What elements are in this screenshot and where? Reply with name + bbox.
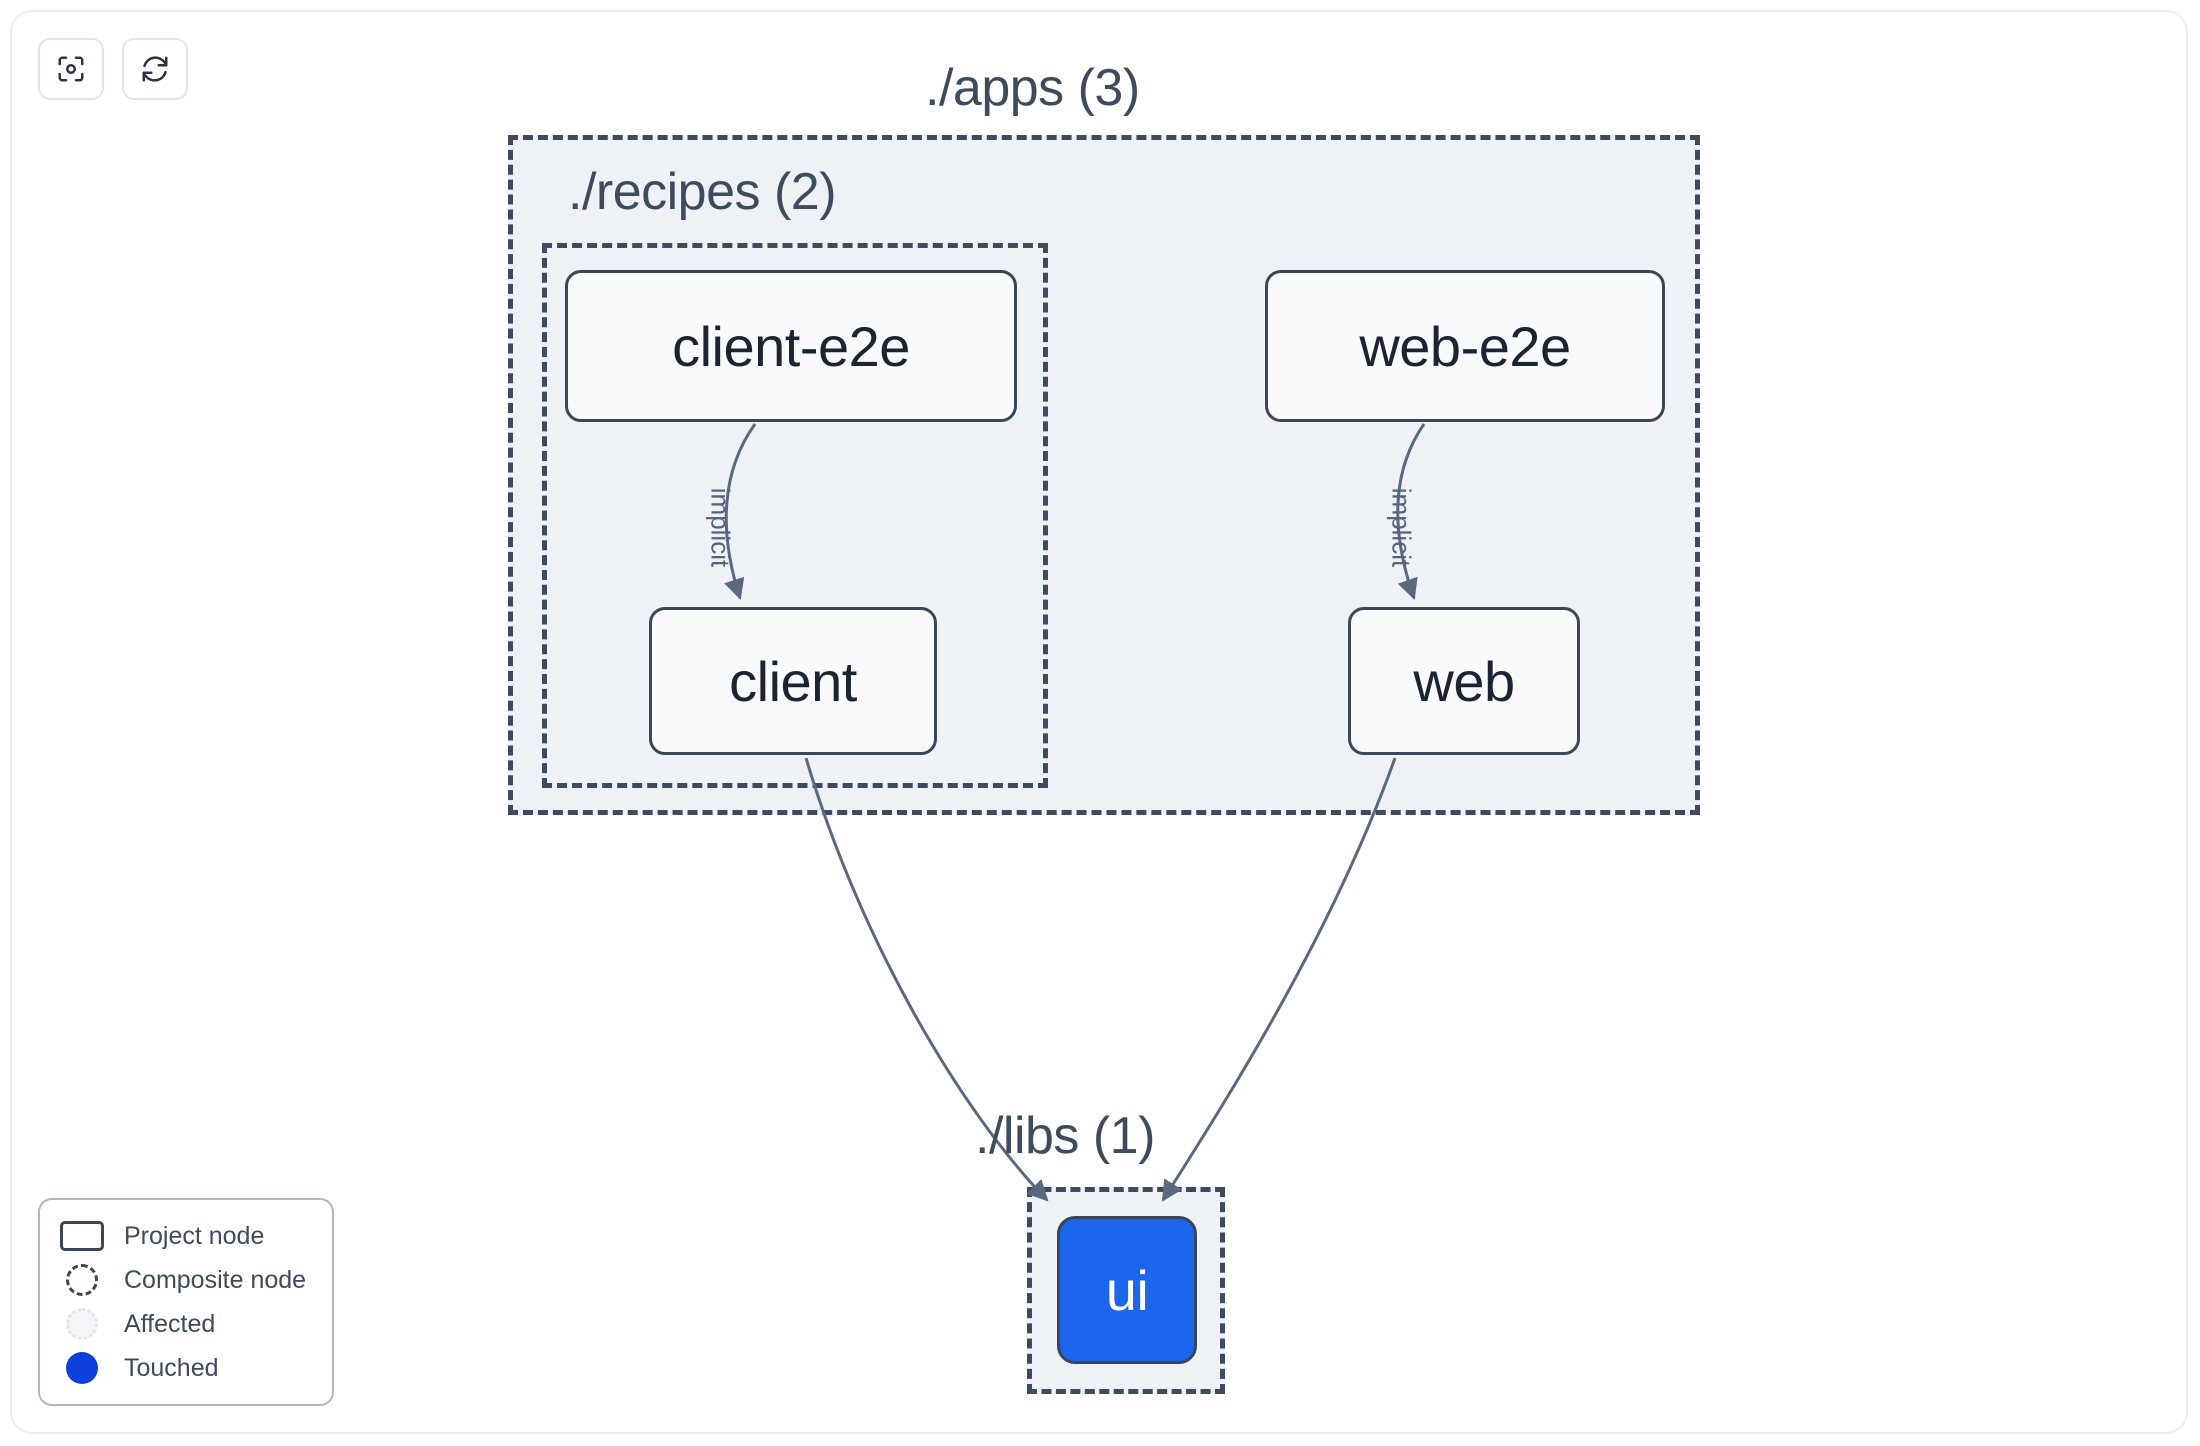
- legend-item-touched: Touched: [58, 1346, 314, 1390]
- touched-swatch-icon: [58, 1351, 106, 1385]
- legend-label-affected: Affected: [124, 1309, 216, 1338]
- composite-node-swatch-icon: [58, 1263, 106, 1297]
- group-label-recipes: ./recipes (2): [568, 163, 837, 221]
- group-label-libs: ./libs (1): [975, 1107, 1155, 1165]
- node-ui[interactable]: ui: [1057, 1216, 1197, 1364]
- legend-label-project-node: Project node: [124, 1221, 265, 1250]
- legend-item-composite-node: Composite node: [58, 1258, 314, 1302]
- node-client-e2e[interactable]: client-e2e: [565, 270, 1017, 422]
- edge-web-to-ui: [1161, 757, 1397, 1202]
- graph-legend: Project node Composite node Affected Tou…: [38, 1198, 334, 1406]
- node-web-e2e[interactable]: web-e2e: [1265, 270, 1665, 422]
- node-client[interactable]: client: [649, 607, 937, 755]
- legend-item-project-node: Project node: [58, 1214, 314, 1258]
- focus-target-icon: [56, 54, 86, 84]
- focus-graph-button[interactable]: [38, 38, 104, 100]
- legend-item-affected: Affected: [58, 1302, 314, 1346]
- edge-label-implicit-client: implicit: [705, 487, 736, 568]
- legend-label-touched: Touched: [124, 1353, 219, 1382]
- edge-label-implicit-web: implicit: [1386, 487, 1417, 568]
- graph-toolbar: [38, 38, 188, 100]
- legend-label-composite-node: Composite node: [124, 1265, 307, 1294]
- refresh-graph-button[interactable]: [122, 38, 188, 100]
- refresh-icon: [140, 54, 170, 84]
- node-web[interactable]: web: [1348, 607, 1580, 755]
- affected-swatch-icon: [58, 1307, 106, 1341]
- group-label-apps: ./apps (3): [925, 59, 1140, 117]
- project-node-swatch-icon: [58, 1219, 106, 1253]
